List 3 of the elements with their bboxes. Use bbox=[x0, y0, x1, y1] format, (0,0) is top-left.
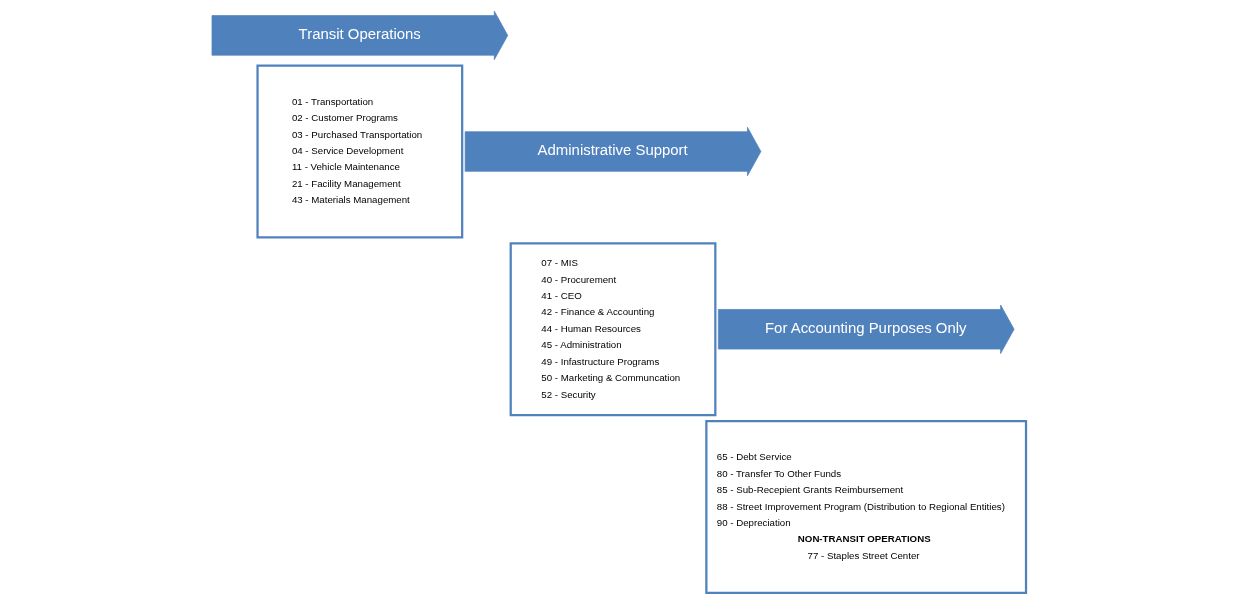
node-box: 07 - MIS 40 - Procurement 41 - CEO 42 - Finance & Accounting 44 - Human Resources 45 - Administration 49 - Infastructure Programs 50 - Marketing & Communcation 52 - Security bbox=[509, 242, 717, 417]
node-box: 01 - Transportation 02 - Customer Programs 03 - Purchased Transportation 04 - Service Development 11 - Vehicle Maintenance 21 - Facility Management 43 - Materials Management bbox=[256, 64, 464, 239]
node-box: 65 - Debt Service 80 - Transfer To Other Funds 85 - Sub-Recepient Grants Reimbursement 88 - Street Improvement Program (Distribution to Regional Entities) 90 - Depreciation NON-TRANSIT OPERATIONS 77 - Staples Street Center bbox=[705, 420, 1028, 594]
